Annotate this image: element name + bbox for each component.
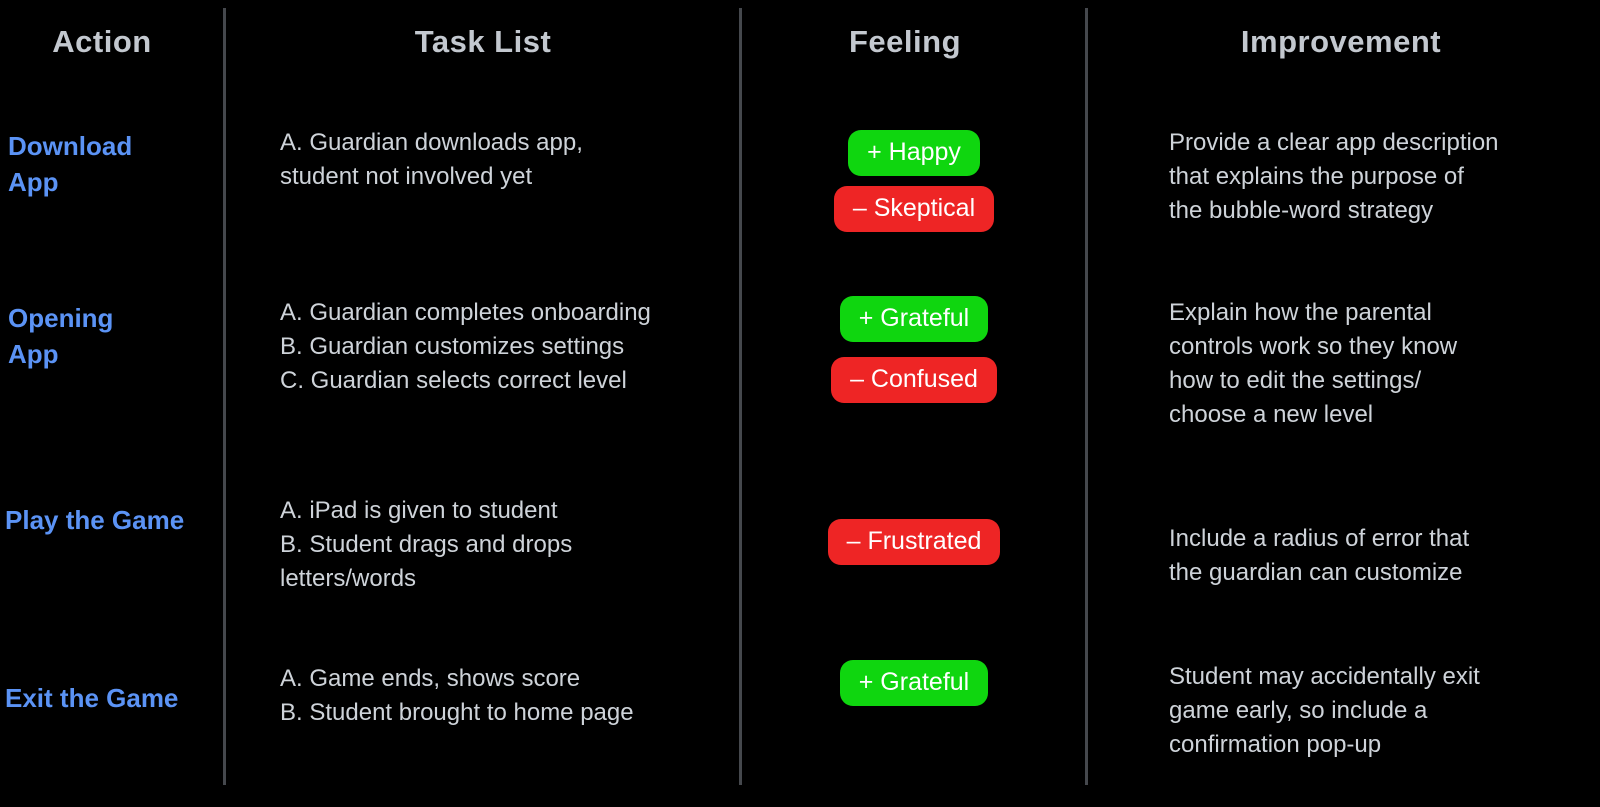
feeling-badge-skeptical: – Skeptical xyxy=(833,186,995,232)
feeling-badge-confused: – Confused xyxy=(831,357,997,403)
task-list-row2: A. Guardian completes onboarding B. Guar… xyxy=(280,299,651,394)
action-label-exit-the-game: Exit the Game xyxy=(5,683,179,713)
column-divider xyxy=(1085,8,1088,785)
feeling-badges-row4: + Grateful xyxy=(741,660,1087,706)
feeling-badges-row2: + Grateful – Confused xyxy=(741,296,1087,403)
task-list-row4: A. Game ends, shows score B. Student bro… xyxy=(280,665,634,726)
column-divider xyxy=(223,8,226,785)
column-header-improvement: Improvement xyxy=(1240,24,1442,59)
improvement-row1: Provide a clear app description that exp… xyxy=(1169,129,1499,224)
action-label-opening-app: Opening App xyxy=(8,303,114,369)
action-label-download-app: Download App xyxy=(8,131,133,197)
improvement-row3: Include a radius of error that the guard… xyxy=(1169,525,1470,586)
task-list-row1: A. Guardian downloads app, student not i… xyxy=(280,129,583,190)
task-list-row3: A. iPad is given to student B. Student d… xyxy=(280,497,573,592)
action-label-play-the-game: Play the Game xyxy=(5,505,185,535)
feeling-badges-row3: – Frustrated xyxy=(741,519,1087,565)
column-header-task-list: Task List xyxy=(414,24,552,59)
column-header-action: Action xyxy=(52,24,152,59)
feeling-badge-grateful: + Grateful xyxy=(839,296,989,342)
feeling-badge-grateful: + Grateful xyxy=(839,660,989,706)
improvement-row4: Student may accidentally exit game early… xyxy=(1169,663,1480,758)
improvement-row2: Explain how the parental controls work s… xyxy=(1169,299,1458,428)
feeling-badge-happy: + Happy xyxy=(848,130,980,176)
feeling-badges-row1: + Happy – Skeptical xyxy=(741,130,1087,232)
column-header-feeling: Feeling xyxy=(848,24,962,59)
feeling-badge-frustrated: – Frustrated xyxy=(827,519,1001,565)
column-divider xyxy=(739,8,742,785)
